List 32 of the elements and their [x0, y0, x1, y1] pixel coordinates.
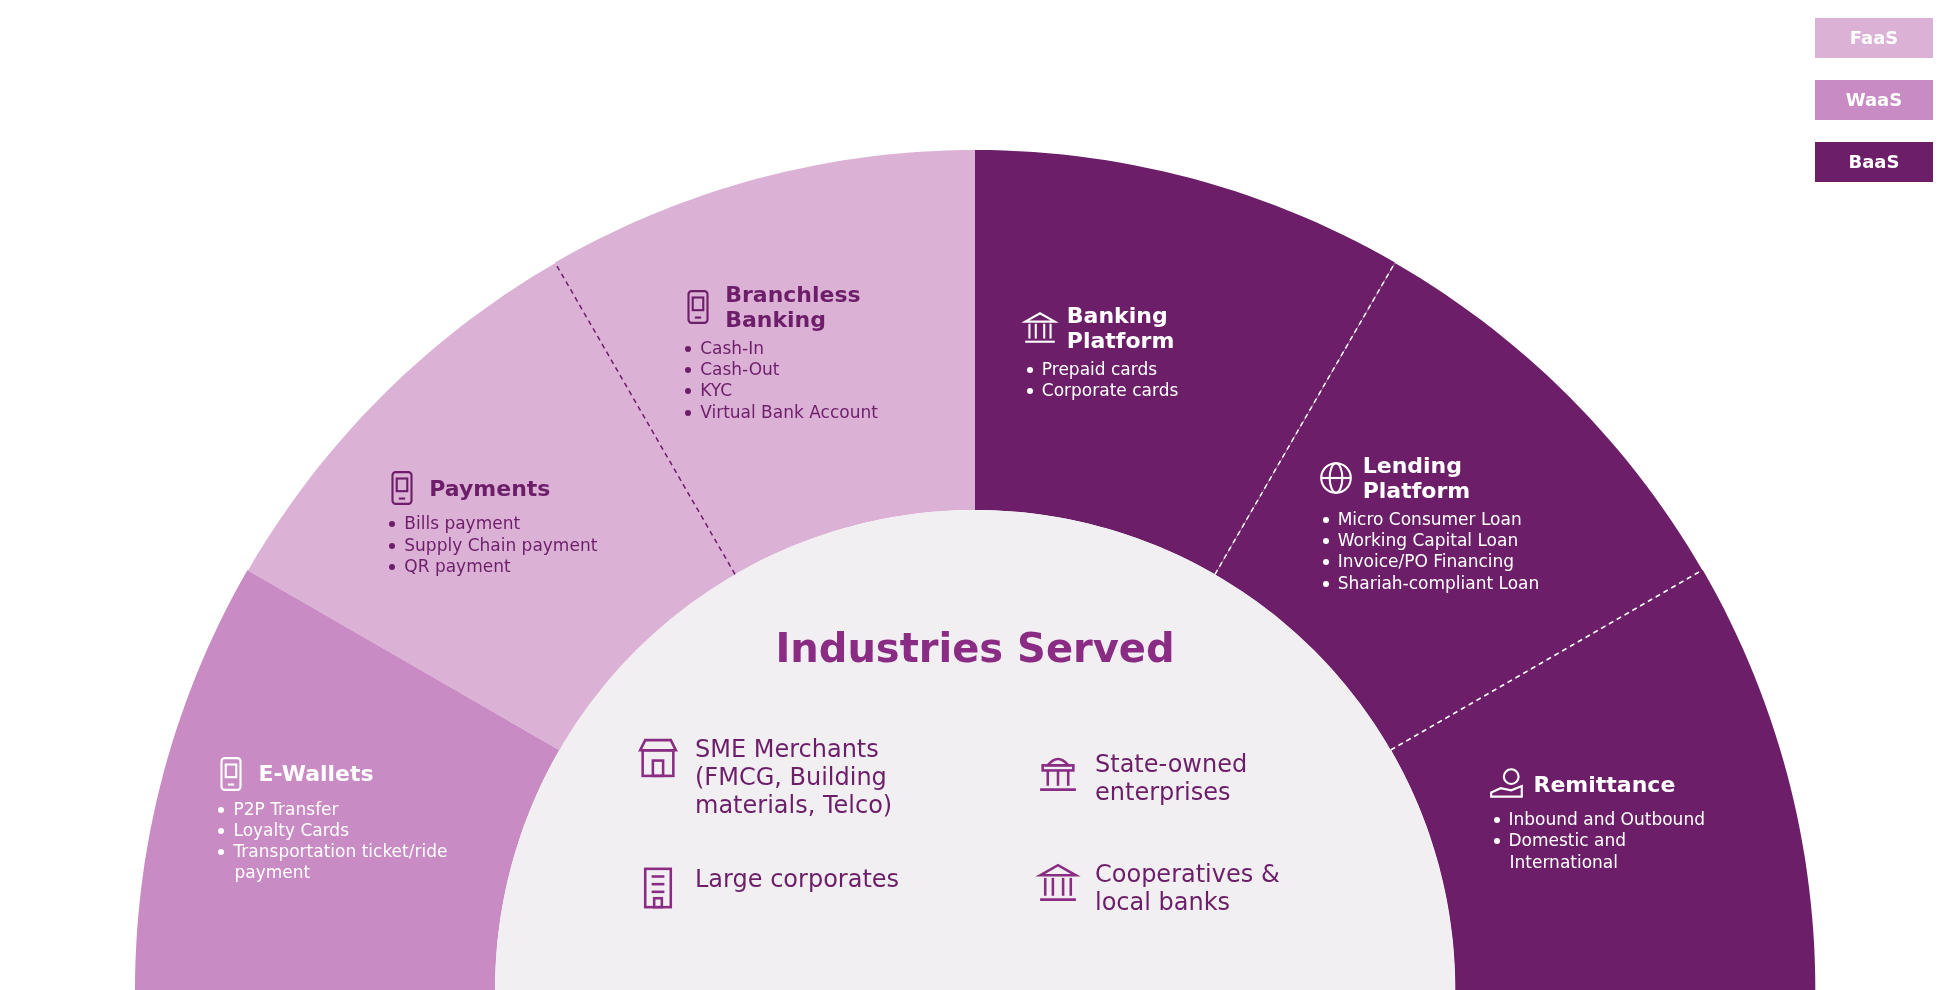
industry-label: SME Merchants (FMCG, Building materials, Telco) — [695, 735, 894, 819]
segment-heading: Lending Platform — [1362, 452, 1472, 503]
bullet-item: Shariah-compliant Loan — [1337, 572, 1540, 593]
bullet-item: KYC — [700, 380, 733, 401]
segment-heading: Remittance — [1533, 771, 1676, 797]
segment-heading: Banking Platform — [1066, 303, 1176, 353]
segment-heading: E-Wallets — [258, 761, 374, 787]
industry-label: Cooperatives & local banks — [1095, 860, 1281, 916]
segment-heading: Branchless Banking — [725, 282, 862, 332]
bullet-item: QR payment — [404, 555, 511, 576]
bullet-item: Loyalty Cards — [233, 819, 349, 840]
legend-swatch: BaaS — [1815, 142, 1933, 182]
bullet-item: Cash-In — [700, 338, 764, 358]
bullet-item: Micro Consumer Loan — [1337, 508, 1522, 529]
bullet-item: Inbound and Outbound — [1508, 809, 1705, 830]
industry-label: Large corporates — [695, 865, 900, 893]
segment-heading: Payments — [429, 475, 551, 501]
bullet-item: Invoice/PO Financing — [1337, 551, 1515, 572]
bullet-item: Corporate cards — [1041, 380, 1179, 401]
panel-heading: Industries Served — [774, 625, 1176, 671]
bullet-item: P2P Transfer — [233, 798, 339, 819]
bullet-item: Virtual Bank Account — [700, 401, 878, 422]
legend-swatch: FaaS — [1815, 18, 1933, 58]
bullet-item: Prepaid cards — [1041, 359, 1158, 379]
bullet-item: Transportation ticket/ride payment — [233, 841, 448, 883]
bullet-item: Supply Chain payment — [404, 534, 598, 555]
bullet-item: Cash-Out — [700, 359, 780, 380]
bullet-item: Working Capital Loan — [1337, 530, 1519, 551]
legend-swatch: WaaS — [1815, 80, 1933, 120]
bullet-item: Domestic and International — [1508, 830, 1626, 872]
bullet-item: Bills payment — [404, 513, 521, 534]
industry-label: State-owned enterprises — [1095, 750, 1249, 806]
